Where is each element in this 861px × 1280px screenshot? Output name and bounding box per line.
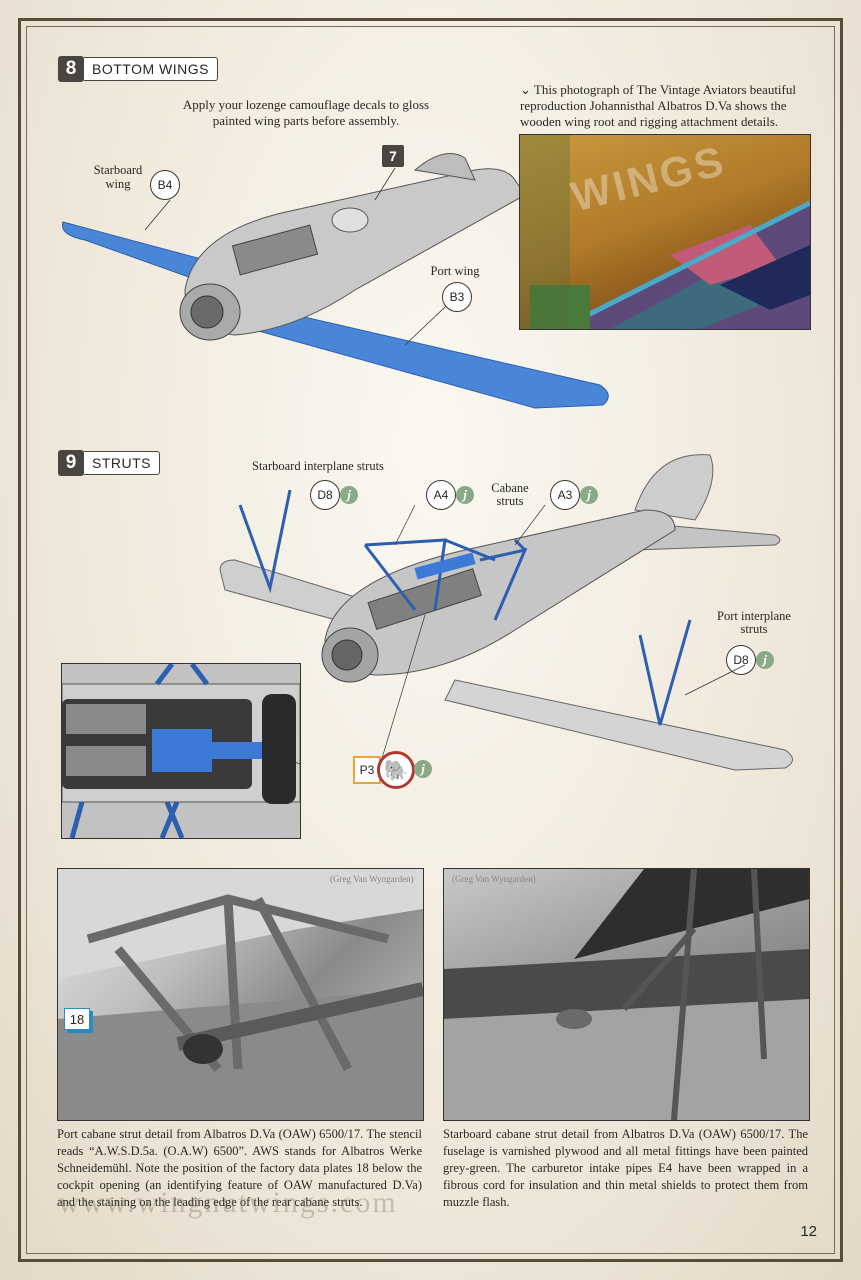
photo-credit: (Greg Van Wyngarden) <box>330 874 414 884</box>
step-title: STRUTS <box>84 451 160 475</box>
cabane-label: Cabane struts <box>491 481 529 508</box>
starboard-cabane-photo-art <box>444 869 809 1120</box>
port-cabane-photo-art <box>58 869 423 1120</box>
cockpit-inset-art <box>62 664 300 838</box>
part-d8-callout: D8 <box>310 480 340 510</box>
glue-icon: j <box>456 486 474 504</box>
starboard-wing-label: Starboard wing <box>93 163 143 191</box>
cockpit-detail-inset <box>61 663 301 839</box>
part-d8-callout: D8 <box>726 645 756 675</box>
wing-root-photo: WINGS <box>519 134 811 330</box>
watermark: www.wingnutwings.com <box>58 1186 398 1219</box>
inner-border <box>26 26 835 1254</box>
step-title: BOTTOM WINGS <box>84 57 218 81</box>
step-7-reference-badge: 7 <box>382 145 404 167</box>
step-number: 8 <box>58 56 84 82</box>
data-plate-callout: 18 <box>64 1008 90 1030</box>
photo-note-text: This photograph of The Vintage Aviators … <box>520 82 796 129</box>
part-a3-callout: A3 <box>550 480 580 510</box>
part-a4-callout: A4 <box>426 480 456 510</box>
port-interplane-label: Port interplane struts <box>717 609 791 636</box>
glue-icon: j <box>340 486 358 504</box>
struts-illustration <box>219 454 793 771</box>
glue-icon: j <box>580 486 598 504</box>
step-9-header: 9 STRUTS <box>58 450 160 476</box>
step-number: 9 <box>58 450 84 476</box>
photo-credit: (Greg Van Wyngarden) <box>452 874 536 884</box>
glue-icon: j <box>414 760 432 778</box>
starboard-interplane-label: Starboard interplane struts <box>252 459 384 473</box>
page-number: 12 <box>800 1223 817 1240</box>
wing-root-photo-art <box>520 135 810 329</box>
bottom-wings-illustration <box>61 153 609 409</box>
pointer-icon: ⌄ <box>520 82 531 97</box>
starboard-cabane-caption: Starboard cabane strut detail from Albat… <box>443 1127 808 1209</box>
step-8-instruction: Apply your lozenge camouflage decals to … <box>182 97 430 128</box>
glue-icon: j <box>756 651 774 669</box>
port-wing-label: Port wing <box>430 264 480 278</box>
photo-note: ⌄ This photograph of The Vintage Aviator… <box>520 82 816 130</box>
part-b3-callout: B3 <box>442 282 472 312</box>
port-cabane-caption: Port cabane strut detail from Albatros D… <box>57 1127 422 1209</box>
outer-border <box>18 18 843 1262</box>
step-8-header: 8 BOTTOM WINGS <box>58 56 218 82</box>
port-cabane-photo <box>57 868 424 1121</box>
part-b4-callout: B4 <box>150 170 180 200</box>
elephant-icon: 🐘 <box>377 751 415 789</box>
starboard-cabane-photo <box>443 868 810 1121</box>
